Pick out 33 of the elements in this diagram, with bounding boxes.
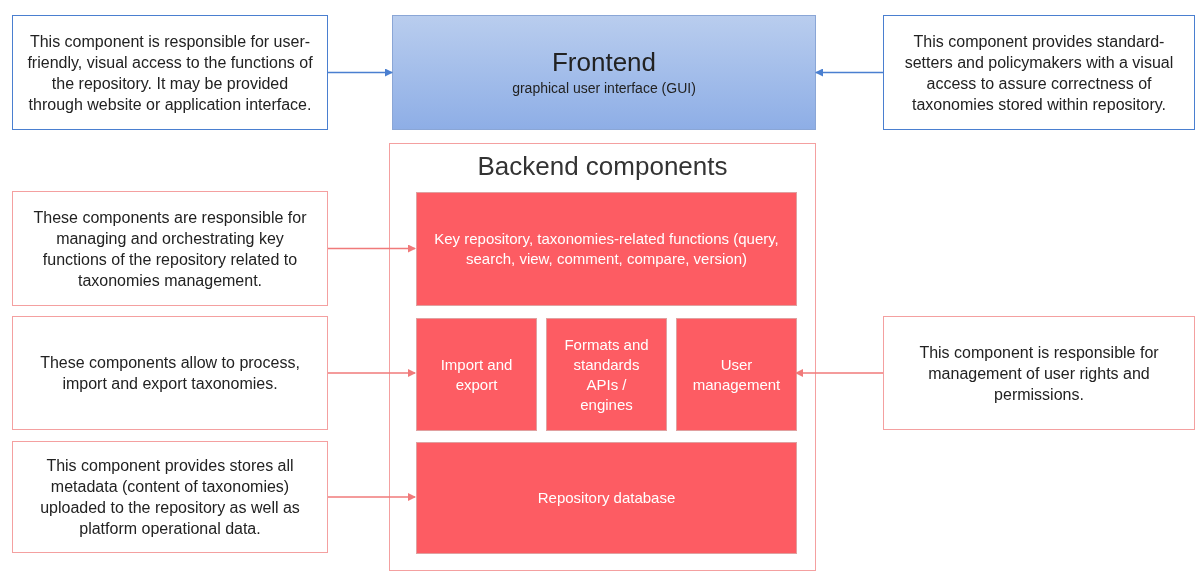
heading: Frontend — [551, 46, 657, 78]
arrow — [815, 68, 884, 77]
arrow — [327, 493, 416, 501]
label-text: Key repository, taxonomies-related functions (query, search, view, comment, compare, version) — [433, 229, 780, 269]
note-box — [12, 316, 328, 430]
heading: Backend components — [477, 150, 728, 182]
backend-group — [389, 143, 816, 571]
note-box — [12, 191, 328, 306]
label-text: This component is responsible for management of user rights and permissions. — [918, 342, 1160, 405]
label-text: These components are responsible for managing and orchestrating key functions of the repository related to taxonomies management. — [32, 207, 308, 291]
label-text: Formats and standards APIs / engines — [563, 334, 650, 415]
label-text: These components allow to process, import and export taxonomies. — [39, 353, 301, 394]
arrow — [795, 369, 884, 377]
component-box — [546, 318, 667, 431]
note-box — [12, 15, 328, 130]
label-text: This component provides standard-setters and policymakers with a visual access to assure correctness of taxonomies stored within repository. — [903, 31, 1175, 115]
component-box — [416, 192, 797, 306]
label-text: Repository database — [537, 488, 676, 508]
label-text: graphical user interface (GUI) — [512, 79, 696, 98]
note-box — [883, 15, 1195, 130]
component-box — [416, 442, 797, 554]
arrow — [327, 68, 393, 77]
note-box — [883, 316, 1195, 430]
arrow — [327, 244, 416, 253]
label-text: This component is responsible for user-friendly, visual access to the functions of the repository. It may be provided through website or application interface. — [26, 31, 314, 115]
note-box — [12, 441, 328, 553]
label-text: User management — [691, 354, 782, 395]
frontend-box — [392, 15, 816, 130]
component-box — [416, 318, 537, 431]
arrow — [327, 369, 416, 377]
label-text: This component provides stores all metadata (content of taxonomies) uploaded to the repository as well as platform operational data. — [39, 456, 301, 539]
label-text: Import and export — [439, 354, 514, 395]
component-box — [676, 318, 797, 431]
